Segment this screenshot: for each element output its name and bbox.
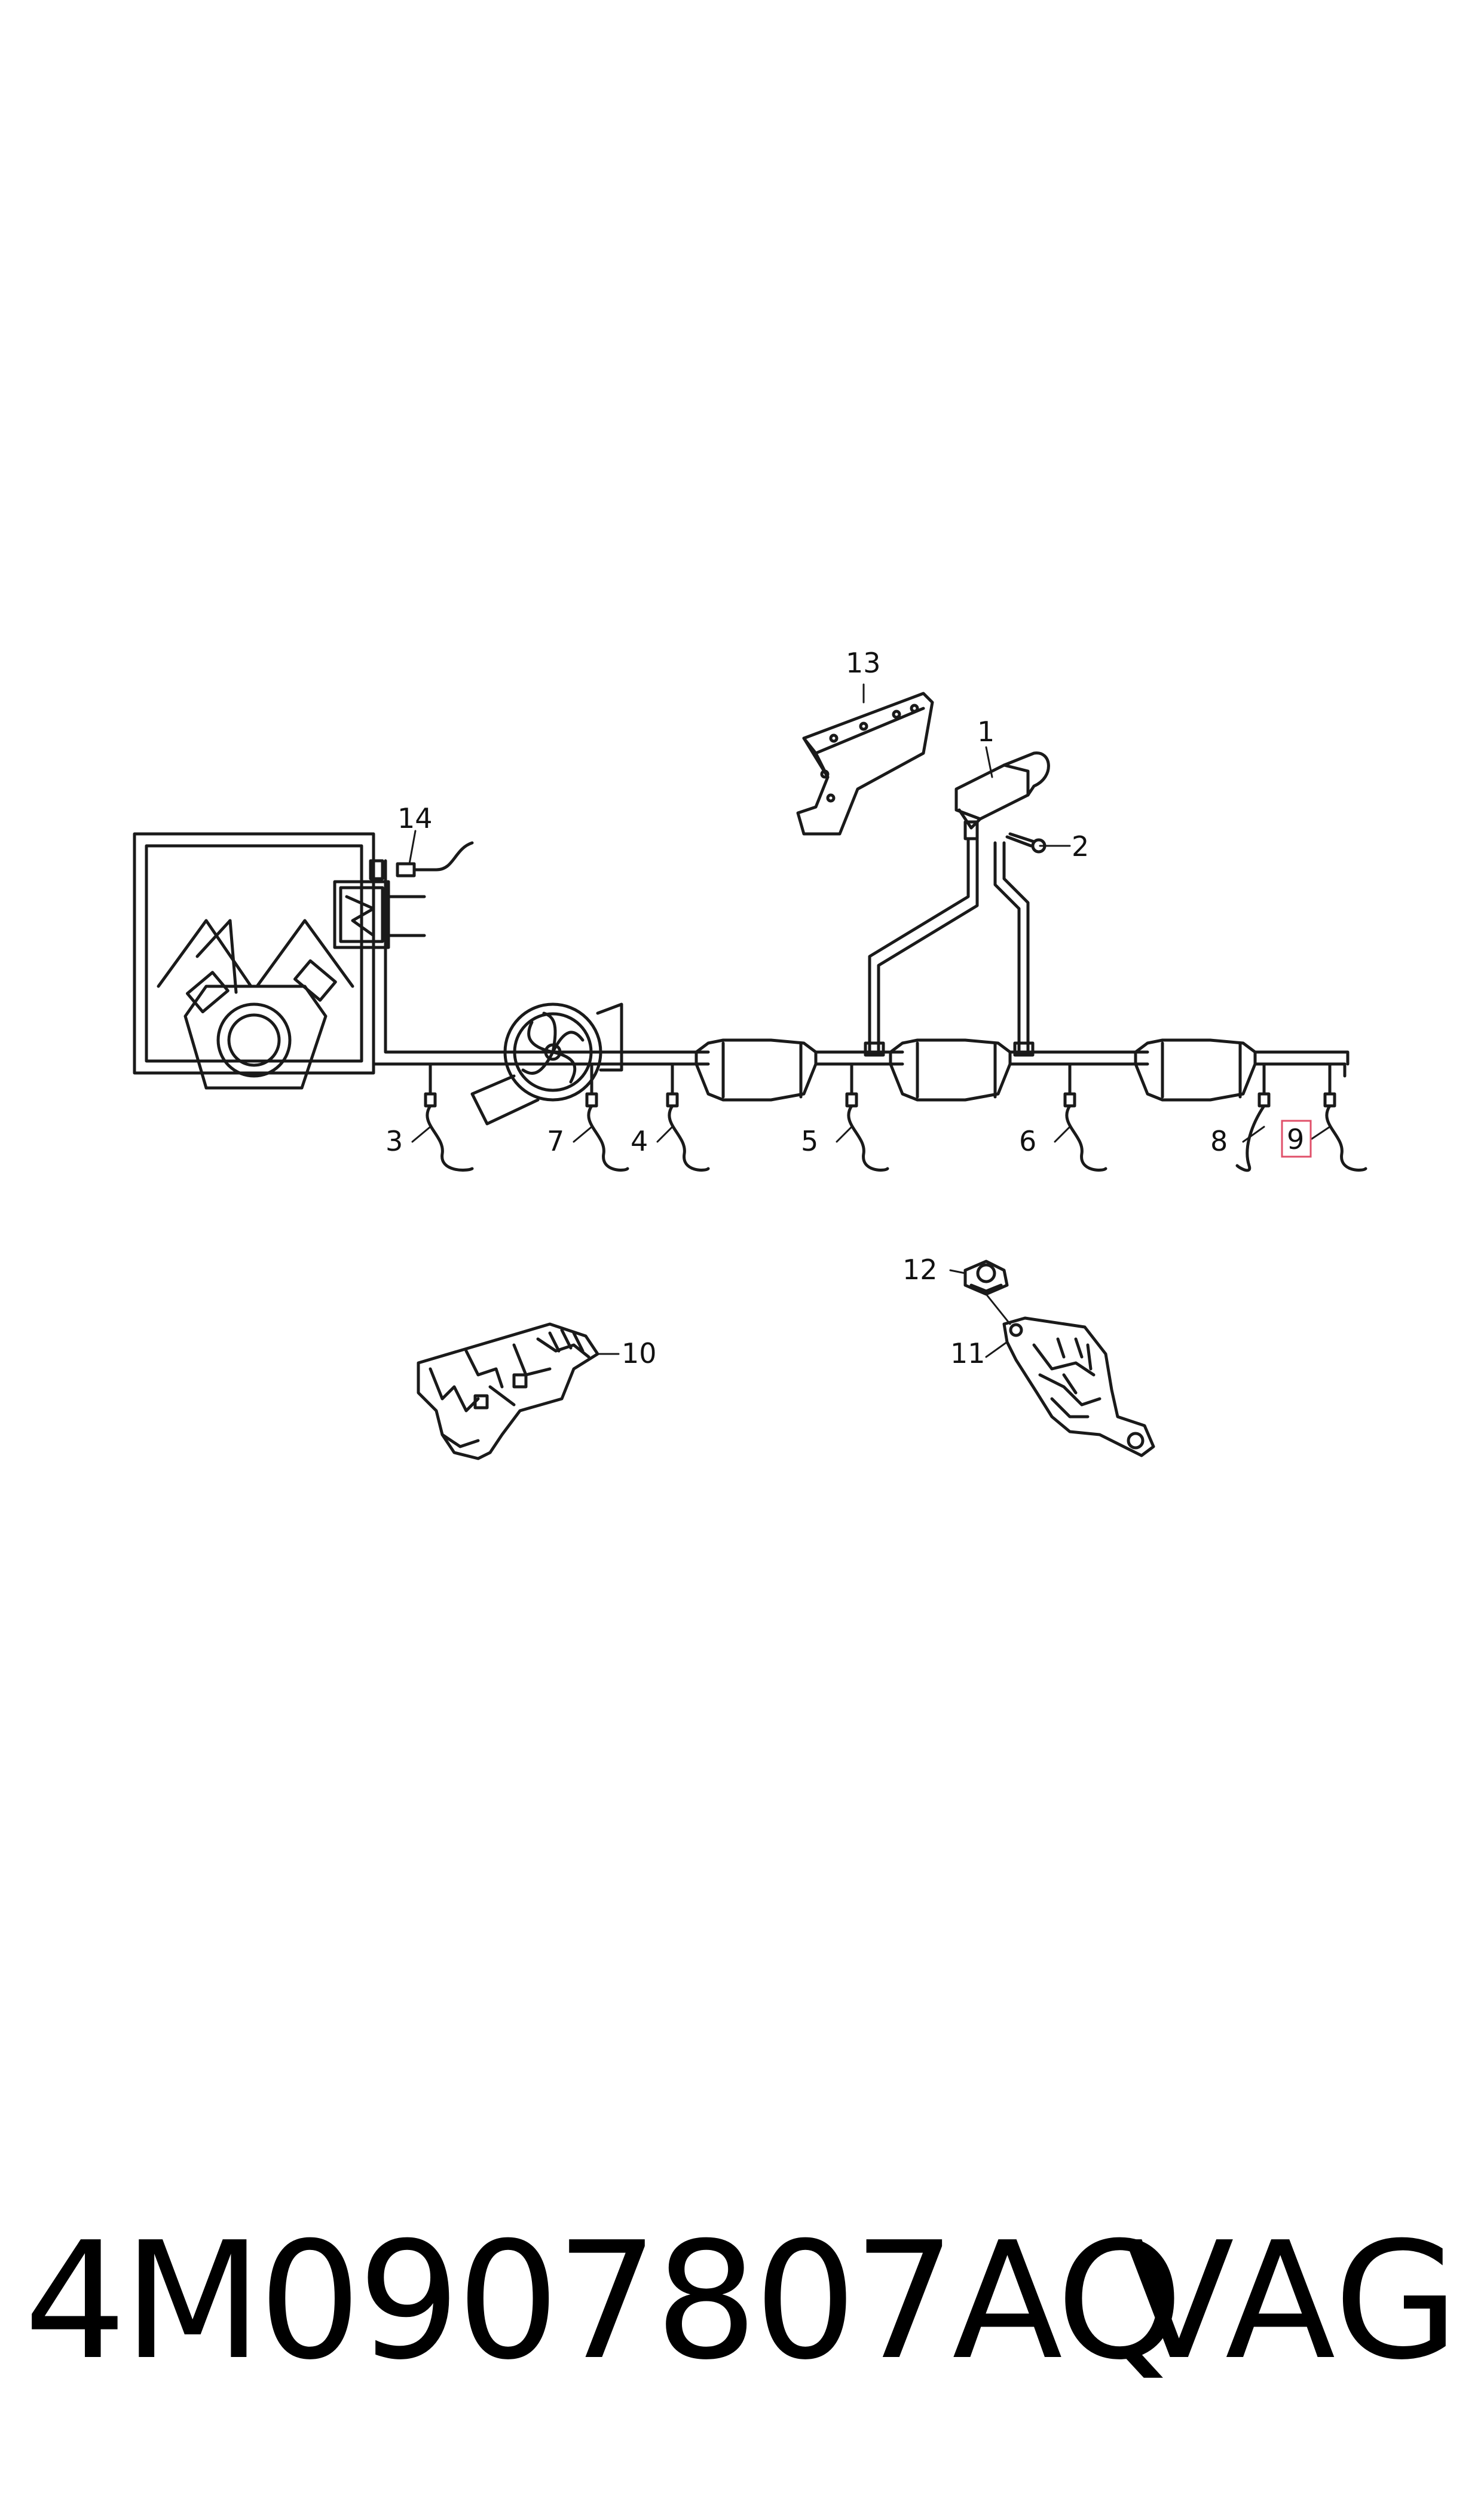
callout-7: 7 [547,1125,564,1157]
bracket-10 [417,1322,599,1460]
heat-shield-bracket [796,692,934,836]
catalytic-converter-2 [889,1038,1012,1102]
callout-13: 13 [846,647,881,679]
intercooler [333,859,426,949]
callout-labels: 1 2 3 7 4 5 6 8 9 10 11 12 13 14 [385,647,1304,1369]
pressure-sensor [954,751,1050,840]
pressure-lines [864,838,1035,1057]
callout-14: 14 [397,802,433,834]
callout-4: 4 [631,1125,648,1157]
callout-9: 9 [1287,1123,1304,1155]
turbocharger [470,1002,623,1126]
footer: 4M0907807AQ VAG [24,2212,1460,2391]
catalytic-converter-1 [694,1038,818,1102]
callout-1: 1 [977,716,995,748]
part-number: 4M0907807AQ [24,2207,1183,2395]
bracket-11 [1002,1316,1155,1457]
parts-diagram: 1 2 3 7 4 5 6 8 9 10 11 12 13 14 [133,647,1367,1460]
catalytic-converter-3 [1134,1038,1257,1102]
callout-6: 6 [1019,1125,1036,1157]
callout-11: 11 [950,1337,986,1369]
callout-2: 2 [1072,830,1089,863]
highlight-box-9 [1281,1120,1312,1158]
callout-8: 8 [1210,1125,1228,1157]
brand-name: VAG [1124,2207,1460,2395]
leader-lines [408,683,1331,1358]
callout-5: 5 [801,1125,818,1157]
callout-12: 12 [902,1254,938,1286]
probes [424,1062,1367,1172]
probe-14 [396,841,474,878]
engine-block [133,832,375,1090]
bolt [1005,832,1047,854]
callout-3: 3 [385,1125,403,1157]
callout-10: 10 [622,1337,657,1369]
clip-12 [963,1259,1009,1296]
